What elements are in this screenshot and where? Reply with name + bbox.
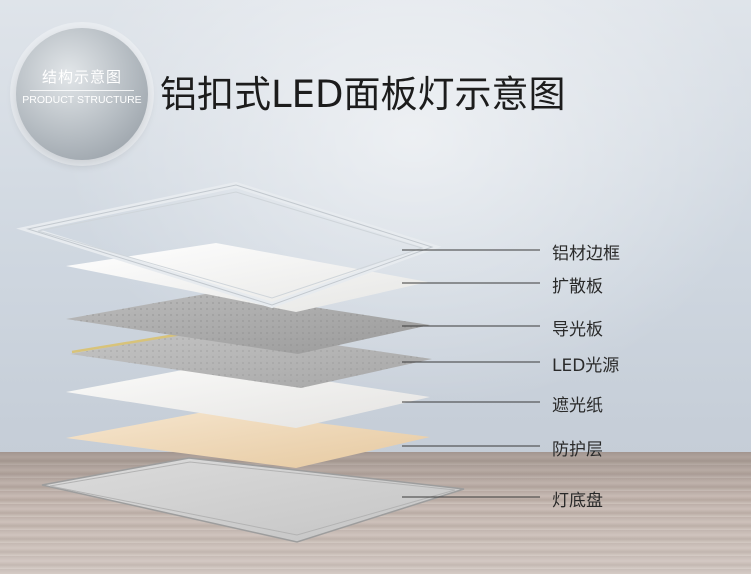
- layer-diffuser: [66, 243, 428, 312]
- leader-lines: [402, 249, 540, 498]
- label-light-guide: 导光板: [552, 320, 603, 340]
- label-shade-paper: 遮光纸: [552, 396, 603, 416]
- label-chassis: 灯底盘: [552, 491, 603, 511]
- structure-badge: 结构示意图 PRODUCT STRUCTURE: [16, 28, 148, 160]
- badge-title-en: PRODUCT STRUCTURE: [22, 94, 142, 106]
- label-protective: 防护层: [552, 440, 603, 460]
- layer-chassis: [41, 457, 465, 543]
- layer-protective: [66, 410, 430, 468]
- label-diffuser: 扩散板: [552, 277, 603, 297]
- badge-divider: [30, 90, 134, 91]
- diagram-title: 铝扣式LED面板灯示意图: [160, 73, 566, 116]
- layer-aluminum-frame: [16, 181, 442, 309]
- layer-light-guide: [66, 292, 430, 354]
- badge-title-cn: 结构示意图: [41, 68, 122, 86]
- label-aluminum-frame: 铝材边框: [552, 244, 620, 264]
- layer-shade-paper: [66, 364, 430, 428]
- label-led-source: LED光源: [552, 356, 620, 376]
